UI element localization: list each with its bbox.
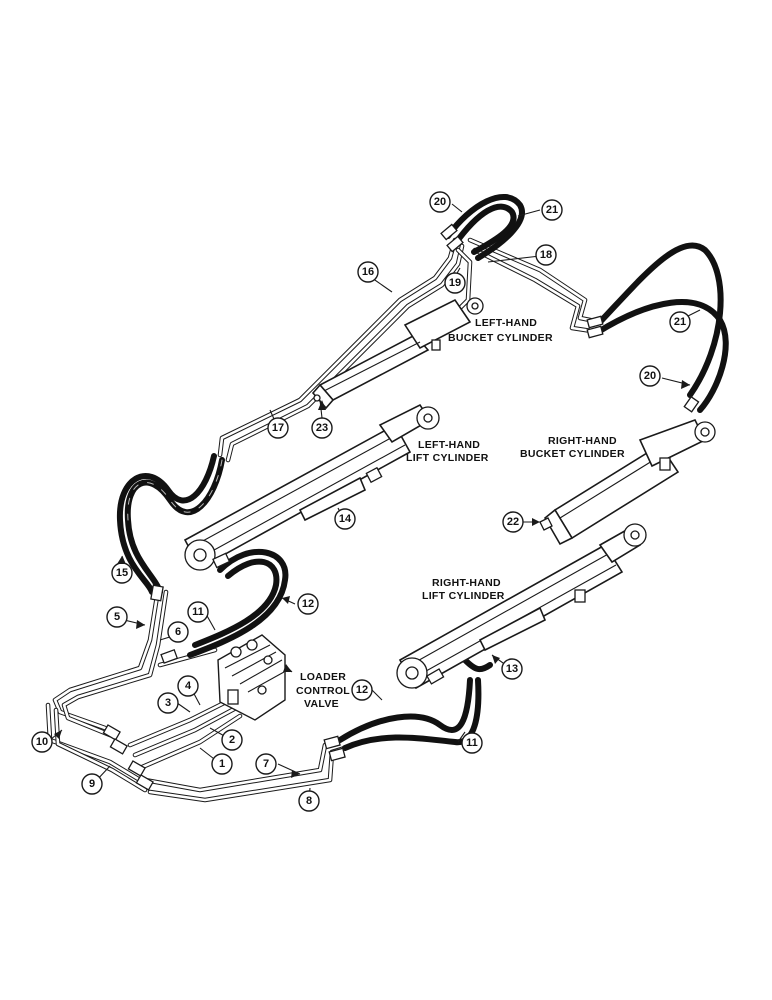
arrowheads bbox=[54, 380, 690, 778]
rh-bucket-cylinder-label: RIGHT-HAND BUCKET CYLINDER bbox=[520, 435, 625, 460]
callout-15: 15 bbox=[111, 562, 133, 584]
svg-text:9: 9 bbox=[89, 778, 95, 790]
svg-text:15: 15 bbox=[116, 567, 128, 579]
svg-text:19: 19 bbox=[449, 277, 461, 289]
callout-14: 14 bbox=[334, 508, 356, 530]
svg-text:17: 17 bbox=[272, 422, 284, 434]
part-labels: LEFT-HAND BUCKET CYLINDER LEFT-HAND LIFT… bbox=[296, 317, 625, 710]
svg-text:13: 13 bbox=[506, 663, 518, 675]
svg-text:4: 4 bbox=[185, 680, 192, 692]
svg-text:12: 12 bbox=[356, 684, 368, 696]
svg-text:5: 5 bbox=[114, 611, 120, 623]
callout-12-left: 12 bbox=[297, 593, 319, 615]
callout-20-right: 20 bbox=[639, 365, 661, 387]
svg-text:10: 10 bbox=[36, 736, 48, 748]
callout-6: 6 bbox=[167, 621, 189, 643]
rh-lift-cylinder bbox=[396, 523, 647, 690]
lh-bucket-cylinder-label: LEFT-HAND BUCKET CYLINDER bbox=[448, 317, 553, 344]
loader-control-valve-label: LOADER CONTROL VALVE bbox=[296, 671, 353, 710]
callout-22: 22 bbox=[502, 511, 524, 533]
callout-13: 13 bbox=[501, 658, 523, 680]
callout-20-top: 20 bbox=[429, 191, 451, 213]
callout-10: 10 bbox=[31, 731, 53, 753]
callouts: 20 21 18 19 16 17 23 14 bbox=[31, 191, 691, 812]
svg-text:21: 21 bbox=[674, 316, 686, 328]
hose-lines bbox=[116, 193, 729, 751]
svg-text:6: 6 bbox=[175, 626, 181, 638]
callout-17: 17 bbox=[267, 417, 289, 439]
svg-text:1: 1 bbox=[219, 758, 225, 770]
svg-text:12: 12 bbox=[302, 598, 314, 610]
callout-1: 1 bbox=[211, 753, 233, 775]
svg-text:3: 3 bbox=[165, 697, 171, 709]
callout-21-right: 21 bbox=[669, 311, 691, 333]
callout-3: 3 bbox=[157, 692, 179, 714]
callout-19: 19 bbox=[444, 272, 466, 294]
svg-text:22: 22 bbox=[507, 516, 519, 528]
svg-text:8: 8 bbox=[306, 795, 312, 807]
svg-text:14: 14 bbox=[339, 513, 352, 525]
callout-5: 5 bbox=[106, 606, 128, 628]
svg-text:7: 7 bbox=[263, 758, 269, 770]
svg-text:20: 20 bbox=[644, 370, 656, 382]
rh-bucket-cylinder bbox=[539, 419, 716, 546]
callout-16: 16 bbox=[357, 261, 379, 283]
svg-text:11: 11 bbox=[466, 737, 478, 749]
callout-12-right: 12 bbox=[351, 679, 373, 701]
callout-11-right: 11 bbox=[461, 732, 483, 754]
lh-bucket-cylinder bbox=[311, 297, 484, 410]
svg-text:21: 21 bbox=[546, 204, 558, 216]
svg-text:11: 11 bbox=[192, 606, 204, 618]
callout-7: 7 bbox=[255, 753, 277, 775]
svg-text:18: 18 bbox=[540, 249, 552, 261]
lh-lift-cylinder bbox=[183, 403, 440, 571]
callout-9: 9 bbox=[81, 773, 103, 795]
svg-text:2: 2 bbox=[229, 734, 235, 746]
svg-text:20: 20 bbox=[434, 196, 446, 208]
loader-control-valve bbox=[217, 634, 286, 721]
callout-4: 4 bbox=[177, 675, 199, 697]
fittings bbox=[102, 223, 700, 791]
callout-23: 23 bbox=[311, 417, 333, 439]
rh-lift-cylinder-label: RIGHT-HAND LIFT CYLINDER bbox=[422, 577, 505, 602]
callout-21-top: 21 bbox=[541, 199, 563, 221]
callout-8: 8 bbox=[298, 790, 320, 812]
svg-text:23: 23 bbox=[316, 422, 328, 434]
callout-18: 18 bbox=[535, 244, 557, 266]
svg-text:16: 16 bbox=[362, 266, 374, 278]
callout-11-left: 11 bbox=[187, 601, 209, 623]
lh-lift-cylinder-label: LEFT-HAND LIFT CYLINDER bbox=[406, 439, 489, 464]
callout-2: 2 bbox=[221, 729, 243, 751]
